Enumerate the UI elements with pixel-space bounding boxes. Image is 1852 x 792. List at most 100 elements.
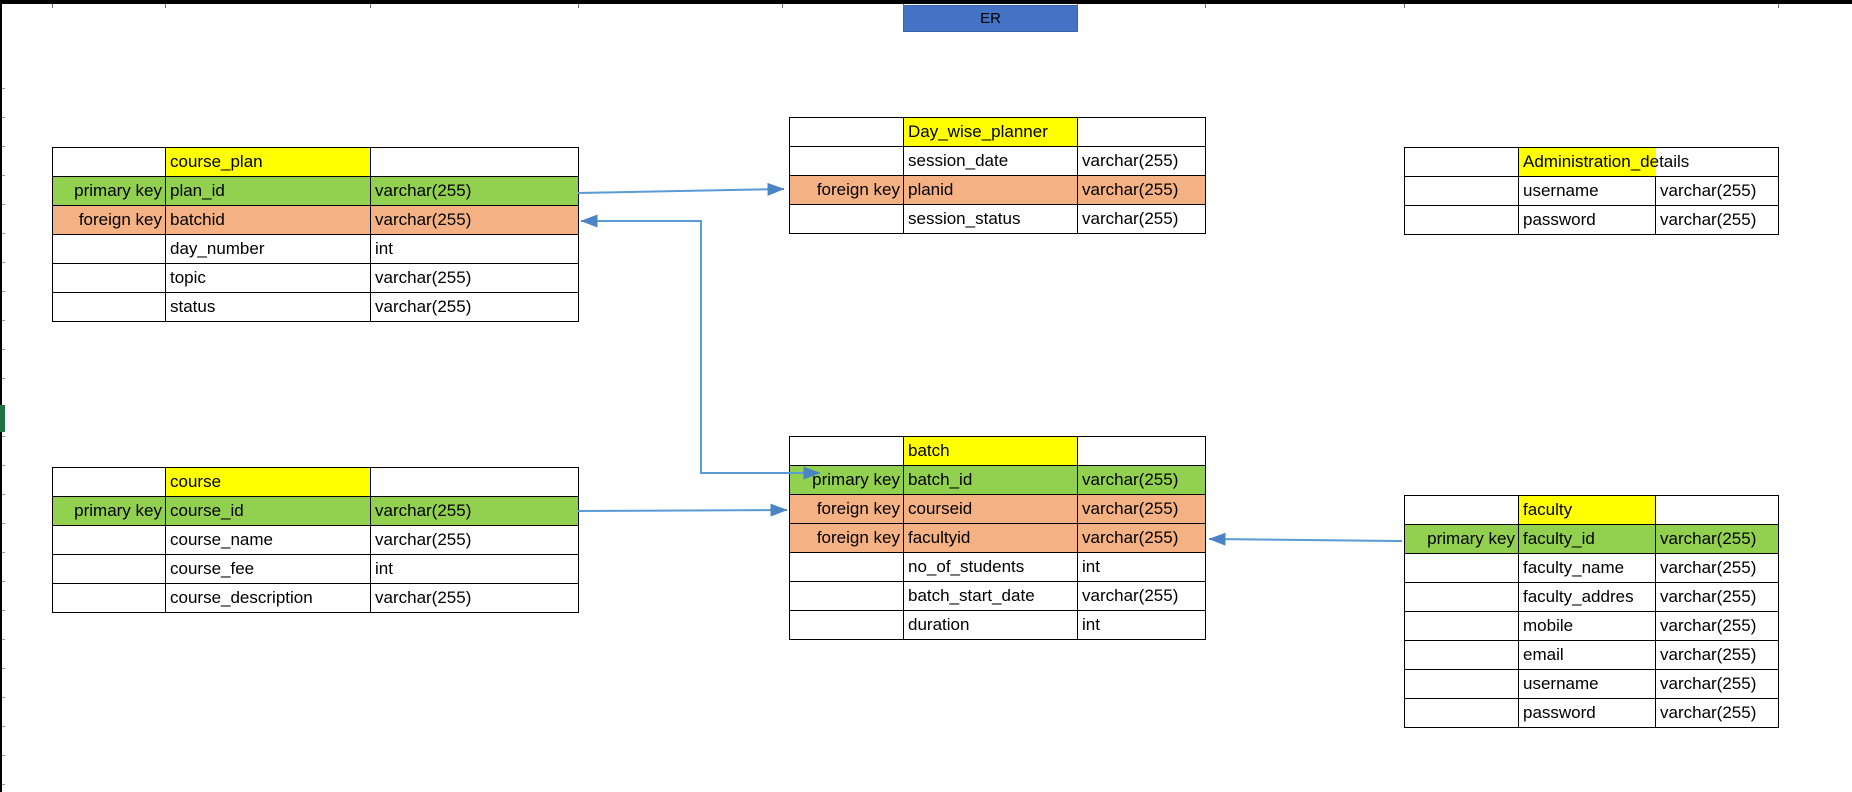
faculty-field-cell[interactable]: faculty_id	[1519, 525, 1656, 554]
faculty-field-cell[interactable]: password	[1519, 699, 1656, 728]
administration_details-type-cell[interactable]: varchar(255)	[1656, 206, 1779, 235]
faculty-type-cell[interactable]: varchar(255)	[1656, 583, 1779, 612]
course_plan-key-cell[interactable]	[53, 264, 166, 293]
batch-field-cell[interactable]: duration	[904, 611, 1078, 640]
course-type-cell[interactable]: varchar(255)	[371, 497, 579, 526]
batch-type-cell[interactable]: varchar(255)	[1078, 495, 1206, 524]
administration_details-key-cell[interactable]	[1405, 206, 1519, 235]
course-header-right-cell[interactable]	[371, 468, 579, 497]
administration_details-field-cell[interactable]: username	[1519, 177, 1656, 206]
course_plan-type-cell[interactable]: int	[371, 235, 579, 264]
course_plan-header-right-cell[interactable]	[371, 148, 579, 177]
batch-key-cell[interactable]	[790, 553, 904, 582]
course_plan-field-cell[interactable]: batchid	[166, 206, 371, 235]
course-field-cell[interactable]: course_name	[166, 526, 371, 555]
day_wise_planner-type-cell[interactable]: varchar(255)	[1078, 147, 1206, 176]
batch-key-cell[interactable]: foreign key	[790, 495, 904, 524]
batch-field-cell[interactable]: no_of_students	[904, 553, 1078, 582]
day_wise_planner-key-cell[interactable]	[790, 147, 904, 176]
faculty-type-cell[interactable]: varchar(255)	[1656, 525, 1779, 554]
day_wise_planner-title-cell[interactable]: Day_wise_planner	[904, 118, 1078, 147]
faculty-field-cell[interactable]: mobile	[1519, 612, 1656, 641]
faculty-key-cell[interactable]	[1405, 612, 1519, 641]
batch-type-cell[interactable]: varchar(255)	[1078, 582, 1206, 611]
course_plan-key-cell[interactable]	[53, 293, 166, 322]
day_wise_planner-type-cell[interactable]: varchar(255)	[1078, 205, 1206, 234]
course_plan-field-cell[interactable]: topic	[166, 264, 371, 293]
batch-header-right-cell[interactable]	[1078, 437, 1206, 466]
faculty-type-cell[interactable]: varchar(255)	[1656, 699, 1779, 728]
batch-field-cell[interactable]: courseid	[904, 495, 1078, 524]
connector-course_id-to-courseid[interactable]	[577, 503, 788, 517]
sheet-title-tab[interactable]: ER	[903, 5, 1078, 32]
course-field-cell[interactable]: course_fee	[166, 555, 371, 584]
course_plan-field-cell[interactable]: day_number	[166, 235, 371, 264]
course-type-cell[interactable]: varchar(255)	[371, 584, 579, 613]
batch-header-left-cell[interactable]	[790, 437, 904, 466]
faculty-key-cell[interactable]	[1405, 583, 1519, 612]
faculty-type-cell[interactable]: varchar(255)	[1656, 641, 1779, 670]
faculty-header-right-cell[interactable]	[1656, 496, 1779, 525]
faculty-field-cell[interactable]: faculty_addres	[1519, 583, 1656, 612]
batch-type-cell[interactable]: int	[1078, 611, 1206, 640]
course_plan-key-cell[interactable]	[53, 235, 166, 264]
course_plan-key-cell[interactable]: foreign key	[53, 206, 166, 235]
batch-key-cell[interactable]: primary key	[790, 466, 904, 495]
course_plan-field-cell[interactable]: plan_id	[166, 177, 371, 206]
course-type-cell[interactable]: varchar(255)	[371, 526, 579, 555]
batch-type-cell[interactable]: int	[1078, 553, 1206, 582]
batch-key-cell[interactable]: foreign key	[790, 524, 904, 553]
course_plan-field-cell[interactable]: status	[166, 293, 371, 322]
faculty-key-cell[interactable]	[1405, 670, 1519, 699]
batch-field-cell[interactable]: batch_id	[904, 466, 1078, 495]
administration_details-field-cell[interactable]: password	[1519, 206, 1656, 235]
batch-field-cell[interactable]: batch_start_date	[904, 582, 1078, 611]
day_wise_planner-header-right-cell[interactable]	[1078, 118, 1206, 147]
course-field-cell[interactable]: course_description	[166, 584, 371, 613]
day_wise_planner-key-cell[interactable]	[790, 205, 904, 234]
batch-type-cell[interactable]: varchar(255)	[1078, 466, 1206, 495]
batch-title-cell[interactable]: batch	[904, 437, 1078, 466]
course-field-cell[interactable]: course_id	[166, 497, 371, 526]
course_plan-title-cell[interactable]: course_plan	[166, 148, 371, 177]
course_plan-type-cell[interactable]: varchar(255)	[371, 206, 579, 235]
course-header-left-cell[interactable]	[53, 468, 166, 497]
connector-batch_id-to-batchid[interactable]	[580, 214, 821, 480]
connector-faculty_id-to-facultyid[interactable]	[1208, 532, 1403, 546]
course_plan-header-left-cell[interactable]	[53, 148, 166, 177]
faculty-key-cell[interactable]	[1405, 554, 1519, 583]
day_wise_planner-key-cell[interactable]: foreign key	[790, 176, 904, 205]
faculty-key-cell[interactable]: primary key	[1405, 525, 1519, 554]
faculty-field-cell[interactable]: faculty_name	[1519, 554, 1656, 583]
day_wise_planner-type-cell[interactable]: varchar(255)	[1078, 176, 1206, 205]
connector-plan_id-to-planid[interactable]	[577, 182, 785, 196]
course-title-cell[interactable]: course	[166, 468, 371, 497]
faculty-field-cell[interactable]: email	[1519, 641, 1656, 670]
faculty-key-cell[interactable]	[1405, 699, 1519, 728]
course-key-cell[interactable]	[53, 584, 166, 613]
course_plan-key-cell[interactable]: primary key	[53, 177, 166, 206]
course-key-cell[interactable]	[53, 526, 166, 555]
day_wise_planner-field-cell[interactable]: session_date	[904, 147, 1078, 176]
faculty-key-cell[interactable]	[1405, 641, 1519, 670]
day_wise_planner-header-left-cell[interactable]	[790, 118, 904, 147]
faculty-type-cell[interactable]: varchar(255)	[1656, 612, 1779, 641]
faculty-header-left-cell[interactable]	[1405, 496, 1519, 525]
administration_details-title-cell[interactable]: Administration_details	[1519, 148, 1689, 177]
administration_details-type-cell[interactable]: varchar(255)	[1656, 177, 1779, 206]
day_wise_planner-field-cell[interactable]: session_status	[904, 205, 1078, 234]
administration_details-header-left-cell[interactable]	[1405, 148, 1519, 177]
course-type-cell[interactable]: int	[371, 555, 579, 584]
faculty-type-cell[interactable]: varchar(255)	[1656, 670, 1779, 699]
batch-key-cell[interactable]	[790, 582, 904, 611]
course-key-cell[interactable]: primary key	[53, 497, 166, 526]
faculty-field-cell[interactable]: username	[1519, 670, 1656, 699]
course-key-cell[interactable]	[53, 555, 166, 584]
batch-field-cell[interactable]: facultyid	[904, 524, 1078, 553]
course_plan-type-cell[interactable]: varchar(255)	[371, 264, 579, 293]
administration_details-header-right-cell[interactable]	[1656, 148, 1779, 177]
faculty-title-cell[interactable]: faculty	[1519, 496, 1656, 525]
course_plan-type-cell[interactable]: varchar(255)	[371, 293, 579, 322]
batch-type-cell[interactable]: varchar(255)	[1078, 524, 1206, 553]
course_plan-type-cell[interactable]: varchar(255)	[371, 177, 579, 206]
